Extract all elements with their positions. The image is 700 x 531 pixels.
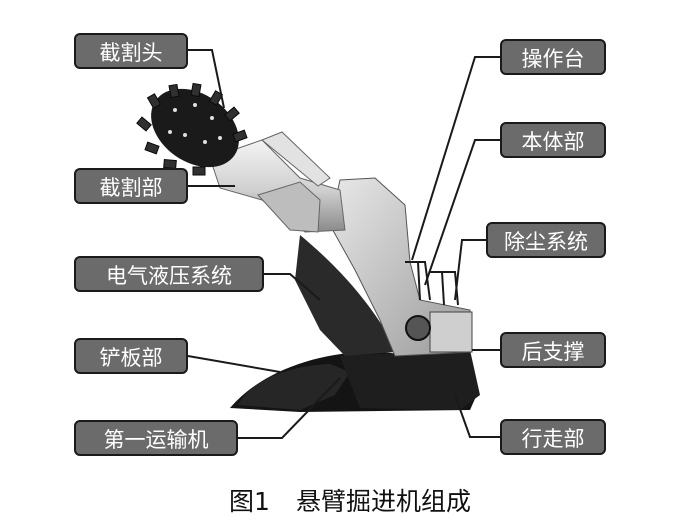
boom-joint — [257, 181, 321, 233]
label-main-body: 本体部 — [500, 122, 606, 158]
label-crawler-unit: 行走部 — [500, 419, 606, 455]
figure-caption: 图1 悬臂掘进机组成 — [0, 482, 700, 518]
dust-fan — [405, 315, 431, 341]
leader-crawler — [454, 394, 500, 438]
leader-lines — [187, 49, 500, 439]
label-shovel-plate: 铲板部 — [74, 338, 188, 374]
label-hydraulic-system: 电气液压系统 — [74, 256, 264, 292]
leader-shovel — [187, 355, 281, 373]
figure-title: 悬臂掘进机组成 — [295, 487, 471, 516]
label-rear-support: 后支撑 — [500, 332, 606, 368]
rear-support-shape — [429, 311, 473, 353]
operator-railing — [405, 261, 459, 306]
label-operator-station: 操作台 — [500, 39, 606, 75]
figure-number: 图1 — [229, 487, 270, 516]
leader-cutting-head — [188, 49, 225, 109]
cutting-head-shape — [136, 82, 248, 176]
leader-operator — [411, 56, 500, 261]
label-cutting-head: 截割头 — [74, 33, 188, 69]
crawler-track — [340, 350, 480, 410]
lower-body — [295, 235, 395, 356]
label-first-conveyor: 第一运输机 — [74, 420, 238, 456]
leader-hydraulic — [264, 273, 321, 301]
leader-main-body — [424, 139, 500, 286]
label-dust-removal: 除尘系统 — [486, 222, 606, 258]
leader-conveyor — [238, 377, 341, 439]
label-cutting-unit: 截割部 — [74, 168, 188, 204]
hydraulic-cylinder — [261, 131, 331, 187]
shovel-plate-shape — [238, 364, 350, 410]
roadheader-machine — [136, 82, 480, 412]
